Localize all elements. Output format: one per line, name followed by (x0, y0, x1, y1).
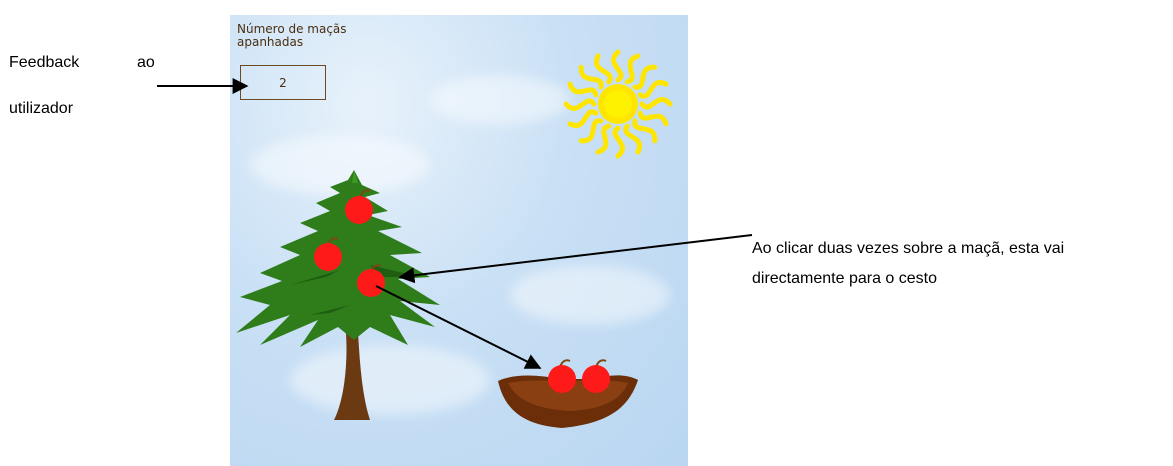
doubleclick-arrow (400, 235, 752, 277)
apple-to-basket-arrow (376, 286, 540, 368)
